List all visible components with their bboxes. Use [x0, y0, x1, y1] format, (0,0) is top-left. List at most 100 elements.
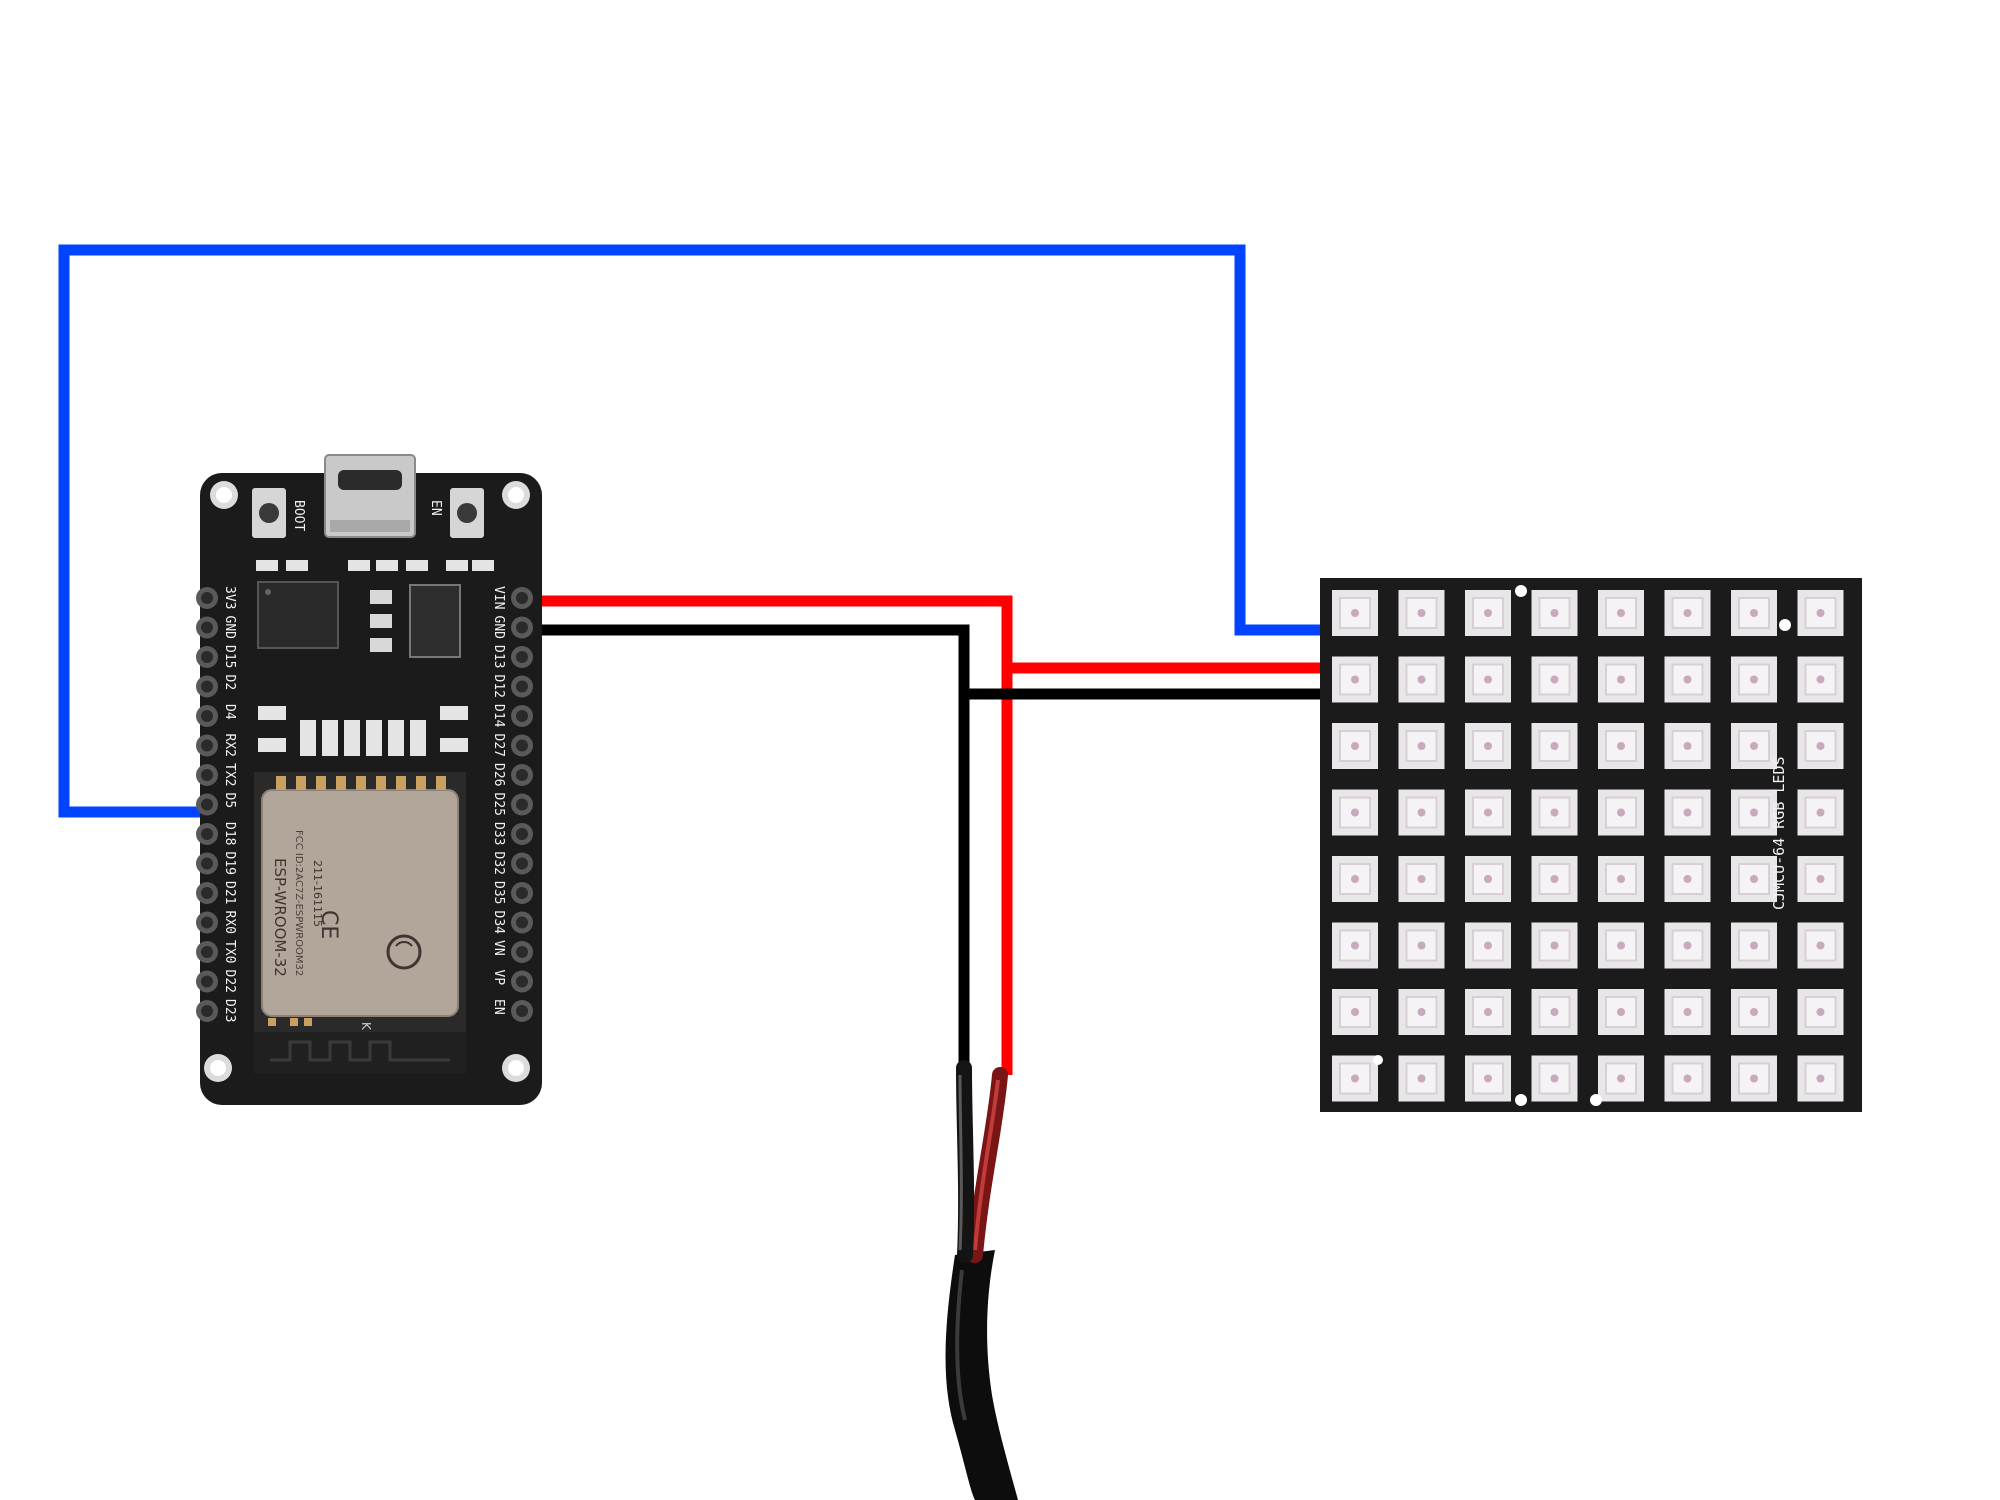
led-die	[1550, 1074, 1559, 1083]
led	[1664, 989, 1711, 1035]
led-die	[1816, 808, 1825, 817]
smd-component	[258, 706, 286, 720]
castellation	[436, 776, 446, 790]
led	[1731, 1055, 1777, 1102]
led	[1731, 723, 1777, 769]
chip-body	[257, 581, 339, 649]
smd-resistor	[446, 560, 468, 571]
led	[1598, 989, 1644, 1035]
led	[1531, 723, 1578, 769]
castellation	[296, 776, 306, 790]
pin-label-vin: VIN	[491, 586, 506, 609]
led	[1598, 590, 1644, 636]
header-pin-hole	[516, 887, 528, 899]
chip-pin1-dot	[265, 589, 271, 595]
header-pin-hole	[516, 975, 528, 988]
led	[1797, 922, 1844, 969]
power-wire	[540, 595, 1013, 1075]
pin-label-3v3: 3V3	[222, 586, 237, 609]
led-die	[1484, 742, 1492, 750]
led	[1465, 922, 1511, 969]
castellation	[376, 776, 386, 790]
led-die	[1683, 941, 1692, 950]
castellation	[316, 776, 326, 790]
led	[1531, 1055, 1578, 1102]
pin-label-d2: D2	[222, 675, 237, 691]
smd-middle-row	[258, 706, 468, 756]
pin-label-rx2: RX2	[222, 734, 237, 757]
castellation	[276, 776, 286, 790]
led-lens	[1605, 796, 1637, 829]
led	[1664, 723, 1711, 769]
castellation	[396, 776, 406, 790]
led-die	[1750, 941, 1758, 950]
header-pin-hole	[516, 592, 528, 604]
led	[1797, 789, 1844, 836]
pin-label-d15: D15	[222, 645, 237, 668]
matrix-hole	[1590, 1094, 1602, 1106]
led-lens	[1671, 597, 1704, 629]
led-grid	[1332, 590, 1844, 1102]
wifi-logo-circle	[386, 934, 422, 970]
led	[1398, 1055, 1445, 1102]
wifi-logo-arc	[395, 941, 413, 947]
boot-button-label: BOOT	[291, 500, 306, 531]
smd-component	[440, 706, 468, 720]
matrix-mounting-holes	[1373, 585, 1791, 1106]
pin-label-d33: D33	[491, 822, 506, 845]
led	[1332, 723, 1378, 769]
esp32-board: BOOT EN	[196, 454, 542, 1105]
antenna-trace	[270, 1040, 450, 1062]
pin-label-d13: D13	[491, 645, 506, 668]
header-pin-hole	[516, 946, 528, 958]
header-pin-hole	[516, 1005, 528, 1017]
led	[1398, 856, 1445, 902]
pin-label-d27: D27	[491, 734, 506, 757]
led-die	[1816, 1008, 1825, 1016]
matrix-hole	[1779, 619, 1791, 631]
regulator-tab	[370, 590, 392, 604]
led	[1465, 856, 1511, 902]
smd-top-row	[256, 560, 494, 571]
led	[1398, 590, 1445, 636]
led	[1664, 922, 1711, 969]
led	[1664, 590, 1711, 636]
header-pin-hole	[201, 946, 213, 958]
led	[1398, 789, 1445, 836]
header-pin-hole	[516, 857, 528, 870]
led-lens	[1405, 597, 1438, 629]
cable-jacket	[945, 1250, 1018, 1500]
pin-label-d4: D4	[222, 704, 237, 720]
led-die	[1816, 609, 1825, 617]
led-die	[1550, 675, 1559, 684]
usb-connector	[324, 454, 416, 538]
led-die	[1417, 609, 1426, 617]
led-die	[1816, 742, 1825, 750]
boot-button[interactable]	[259, 503, 279, 523]
led-die	[1816, 1074, 1825, 1083]
pin-label-tx2: TX2	[222, 763, 237, 786]
header-pin-hole	[201, 857, 213, 870]
led-die	[1417, 875, 1426, 883]
led	[1332, 989, 1378, 1035]
matrix-hole	[1515, 585, 1527, 597]
led-die	[1750, 1074, 1758, 1083]
led-die	[1683, 808, 1692, 817]
pin-label-d12: D12	[491, 675, 506, 698]
led-die	[1417, 808, 1426, 817]
module-fcc: FCC ID:2AC7Z-ESPWROOM32	[293, 830, 304, 976]
led	[1731, 789, 1777, 836]
pin-label-d23: D23	[222, 999, 237, 1022]
led-die	[1750, 875, 1758, 883]
smd-resistor	[286, 560, 308, 571]
usb-uart-chip	[257, 581, 339, 649]
en-button[interactable]	[457, 503, 477, 523]
led-die	[1351, 675, 1359, 684]
led	[1465, 656, 1511, 703]
led-lens	[1738, 663, 1770, 696]
pin-label-d5: D5	[222, 793, 237, 809]
matrix-hole	[1373, 1055, 1383, 1065]
led-die	[1484, 941, 1492, 950]
module-name: ESP-WROOM-32	[271, 858, 289, 977]
led	[1531, 656, 1578, 703]
